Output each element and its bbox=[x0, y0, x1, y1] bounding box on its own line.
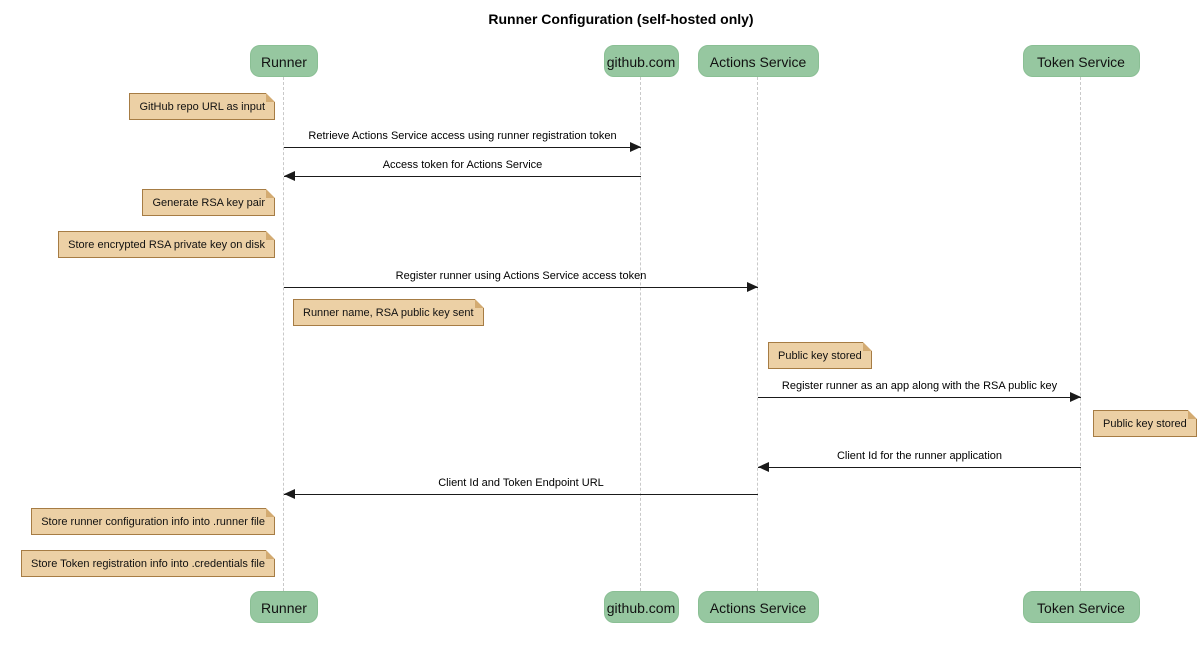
note-7: Store Token registration info into .cred… bbox=[21, 550, 275, 577]
note-fold-corner-icon bbox=[266, 93, 275, 102]
actor-box-github-bottom: github.com bbox=[603, 591, 679, 623]
message-label-2: Register runner using Actions Service ac… bbox=[395, 270, 647, 282]
note-text: Public key stored bbox=[778, 350, 862, 362]
message-arrowhead-0 bbox=[630, 142, 641, 152]
note-fold-corner-icon bbox=[862, 342, 872, 351]
note-fold-corner-icon bbox=[1187, 410, 1197, 419]
note-2: Store encrypted RSA private key on disk bbox=[58, 231, 275, 258]
message-label-4: Client Id for the runner application bbox=[836, 450, 1003, 462]
message-arrowhead-2 bbox=[747, 282, 758, 292]
message-line-1 bbox=[284, 176, 641, 177]
lifeline-actions bbox=[757, 77, 758, 591]
message-label-3: Register runner as an app along with the… bbox=[781, 380, 1058, 392]
lifeline-token bbox=[1080, 77, 1081, 591]
actor-box-actions-bottom: Actions Service bbox=[697, 591, 819, 623]
note-text: Generate RSA key pair bbox=[152, 197, 265, 209]
note-fold-corner-icon bbox=[266, 231, 275, 240]
note-6: Store runner configuration info into .ru… bbox=[31, 508, 275, 535]
message-line-5 bbox=[284, 494, 758, 495]
note-0: GitHub repo URL as input bbox=[129, 93, 275, 120]
message-line-0 bbox=[284, 147, 641, 148]
message-line-4 bbox=[758, 467, 1081, 468]
note-fold-corner-icon bbox=[266, 508, 275, 517]
note-text: Store runner configuration info into .ru… bbox=[41, 516, 265, 528]
message-line-2 bbox=[284, 287, 758, 288]
note-fold-corner-icon bbox=[266, 189, 275, 198]
note-text: Store encrypted RSA private key on disk bbox=[68, 239, 265, 251]
actor-box-actions-top: Actions Service bbox=[697, 45, 819, 77]
note-fold-corner-icon bbox=[266, 550, 275, 559]
actor-box-token-bottom: Token Service bbox=[1022, 591, 1140, 623]
actor-box-github-top: github.com bbox=[603, 45, 679, 77]
note-text: GitHub repo URL as input bbox=[139, 101, 265, 113]
message-line-3 bbox=[758, 397, 1081, 398]
message-label-1: Access token for Actions Service bbox=[382, 159, 543, 171]
note-fold-corner-icon bbox=[474, 299, 484, 308]
diagram-title: Runner Configuration (self-hosted only) bbox=[488, 11, 754, 27]
message-label-0: Retrieve Actions Service access using ru… bbox=[308, 130, 617, 142]
note-4: Public key stored bbox=[768, 342, 872, 369]
message-label-5: Client Id and Token Endpoint URL bbox=[438, 477, 604, 489]
lifeline-github bbox=[640, 77, 641, 591]
actor-box-runner-top: Runner bbox=[250, 45, 318, 77]
actor-box-runner-bottom: Runner bbox=[250, 591, 318, 623]
note-3: Runner name, RSA public key sent bbox=[293, 299, 484, 326]
message-arrowhead-1 bbox=[284, 171, 295, 181]
note-text: Runner name, RSA public key sent bbox=[303, 307, 474, 319]
message-arrowhead-5 bbox=[284, 489, 295, 499]
note-text: Store Token registration info into .cred… bbox=[31, 558, 265, 570]
note-5: Public key stored bbox=[1093, 410, 1197, 437]
note-text: Public key stored bbox=[1103, 418, 1187, 430]
note-1: Generate RSA key pair bbox=[142, 189, 275, 216]
lifeline-runner bbox=[283, 77, 284, 591]
message-arrowhead-4 bbox=[758, 462, 769, 472]
actor-box-token-top: Token Service bbox=[1022, 45, 1140, 77]
message-arrowhead-3 bbox=[1070, 392, 1081, 402]
